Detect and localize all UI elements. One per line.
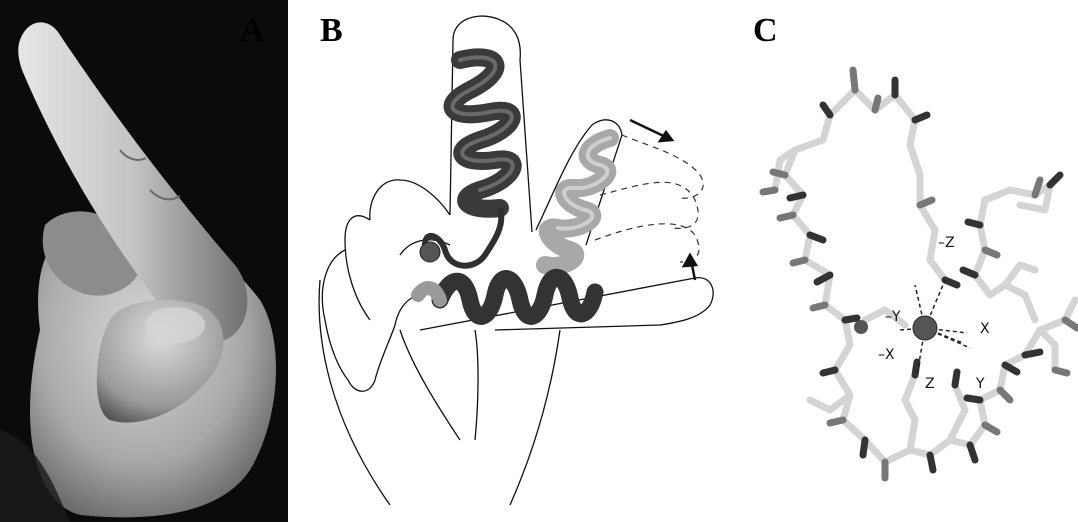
thumbnail [145,307,205,343]
calcium-ion [913,316,937,340]
carbon-atoms [763,70,1077,478]
label-minus-y: –Y [885,309,901,325]
ef-hand-diagram [300,0,720,522]
hand-photo [0,0,288,522]
helix-bottom-dark [418,277,595,316]
arrow-head [660,132,672,141]
panel-a: A [0,0,288,522]
label-minus-x: –X [878,347,895,363]
label-z: Z [925,376,935,392]
panel-label-a: A [240,14,265,48]
helix-e-dark [453,57,513,208]
label-minus-z: –Z [938,235,955,251]
hand-outline [319,16,713,505]
panel-label-c: C [753,14,778,48]
backbone [775,90,1075,462]
calcium-ion [420,242,440,262]
binding-loop-model: –Z –Y –X X Y Z [735,0,1078,522]
label-y: Y [975,376,985,392]
thumb-motion-lines [595,135,703,262]
motion-arrows [630,120,696,280]
label-x: X [980,321,990,337]
panel-c: –Z –Y –X X Y Z C [735,0,1078,522]
panel-b: B [300,0,720,522]
panel-label-b: B [320,14,343,48]
arrow-head [684,255,696,266]
water-oxygen [854,320,868,334]
